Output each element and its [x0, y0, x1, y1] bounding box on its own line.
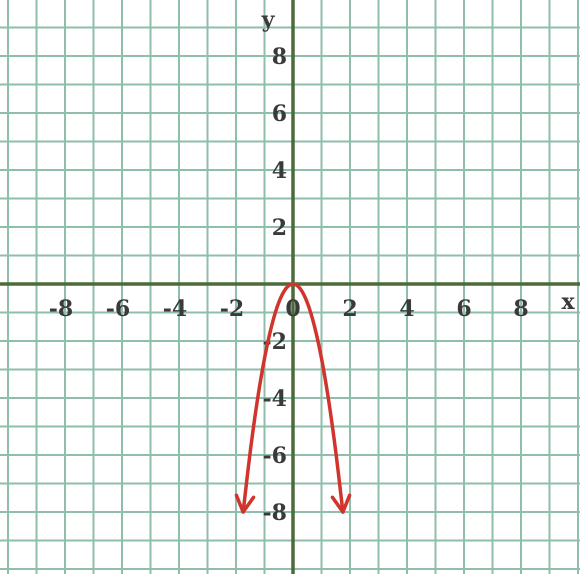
y-tick-label: 8 [272, 44, 287, 70]
y-tick-label: 4 [272, 158, 287, 184]
curve-arrowhead [330, 493, 352, 514]
y-tick-label: 6 [272, 101, 287, 127]
y-axis-label: y [261, 7, 276, 33]
x-tick-label: -6 [106, 296, 130, 322]
x-tick-label: 6 [456, 296, 471, 322]
parabola-curve [241, 282, 345, 514]
x-tick-label: 2 [342, 296, 357, 322]
series [234, 282, 352, 514]
y-tick-label: 2 [272, 215, 287, 241]
x-tick-label: 4 [399, 296, 414, 322]
y-tick-label: -4 [263, 386, 287, 412]
x-tick-label: -8 [49, 296, 73, 322]
y-tick-label: -6 [263, 443, 287, 469]
y-tick-label: -8 [263, 500, 287, 526]
x-tick-label: -2 [220, 296, 244, 322]
x-tick-label: -4 [163, 296, 187, 322]
x-axis-label: x [561, 289, 575, 315]
curve-arrowhead [234, 493, 256, 514]
x-tick-label: 8 [513, 296, 528, 322]
x-tick-label: 0 [285, 296, 300, 322]
